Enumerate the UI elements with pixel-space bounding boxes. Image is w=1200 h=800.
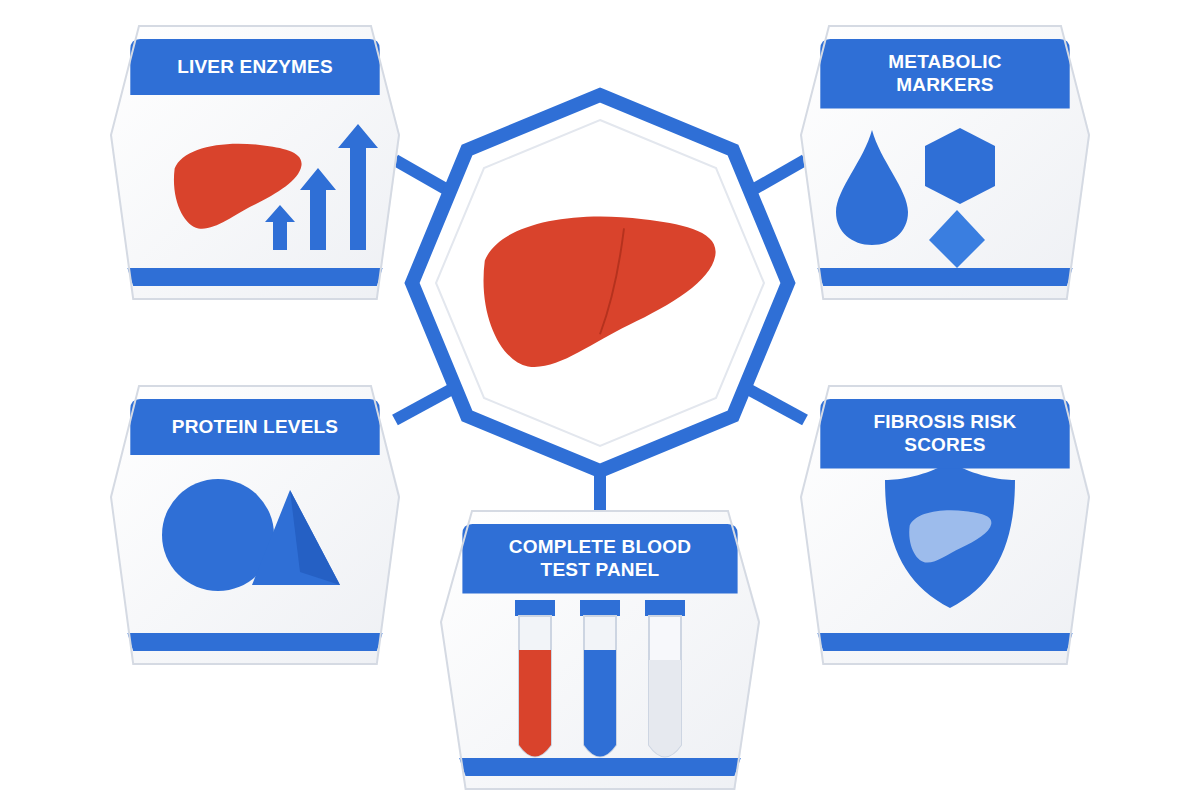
shield-icon [885, 462, 1015, 608]
test-tubes-icon [515, 600, 685, 757]
panel-heading: METABOLIC MARKERS [841, 51, 1050, 97]
metabolic-shapes-icon [836, 128, 995, 268]
liver-arrows-icon [174, 124, 378, 250]
protein-shapes-icon [162, 479, 340, 591]
panel-heading: PROTEIN LEVELS [151, 416, 360, 439]
panel-heading: COMPLETE BLOOD TEST PANEL [485, 536, 715, 582]
center-octagon [412, 95, 788, 471]
panel-heading: FIBROSIS RISK SCORES [841, 411, 1050, 457]
panel-ground [110, 25, 1090, 790]
hexagon-panel: LIVER ENZYMES [110, 25, 400, 300]
panel-heading: LIVER ENZYMES [151, 56, 360, 79]
hexagon-panel: FIBROSIS RISK SCORES [800, 385, 1090, 665]
hexagon-panel: COMPLETE BLOOD TEST PANEL [440, 510, 760, 790]
hexagon-panel: METABOLIC MARKERS [800, 25, 1090, 300]
hexagon-panel: PROTEIN LEVELS [110, 385, 400, 665]
